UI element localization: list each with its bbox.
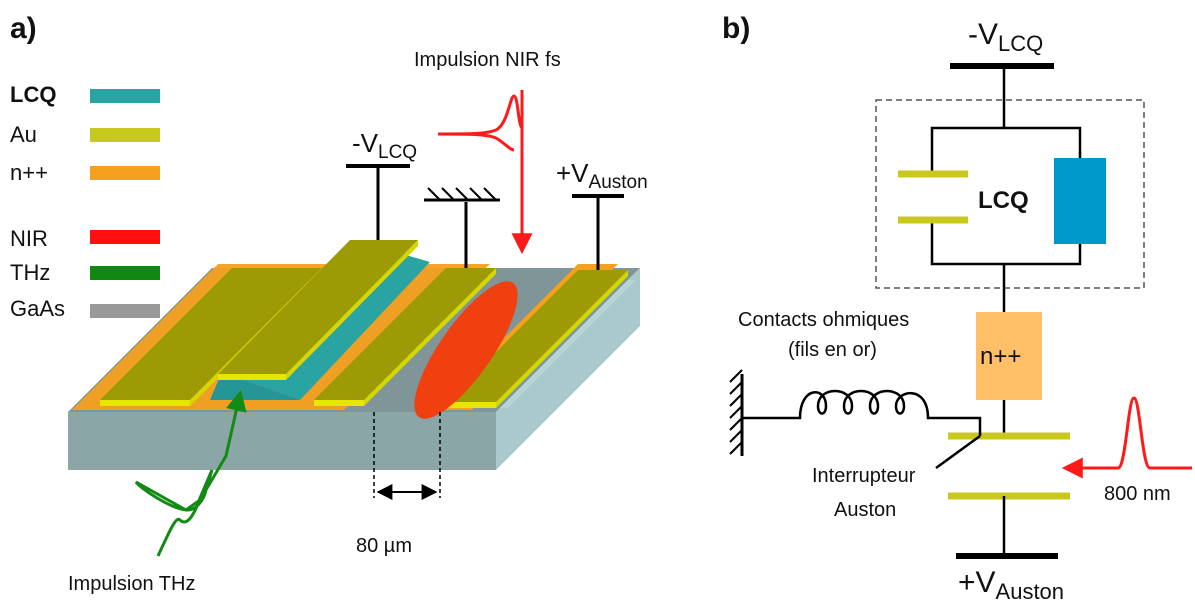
nir-spot: [414, 281, 518, 419]
gap-label: 80 µm: [356, 535, 412, 557]
au-strip-2: [314, 268, 496, 406]
nir-pulse-return: [437, 132, 515, 152]
laser-pulse-waveform: [1061, 396, 1192, 479]
lcq-equivalent-box: [875, 99, 1145, 289]
legend-swatch-au: [90, 128, 160, 142]
legend-label-thz: THz: [10, 260, 50, 285]
legend-swatch-thz: [90, 266, 160, 280]
legend-label-au: Au: [10, 122, 37, 147]
npp-label-b: n++: [980, 343, 1021, 370]
switch-label-1: Interrupteur: [812, 465, 916, 487]
npp-block: [976, 312, 1042, 400]
legend-label-npp: n++: [10, 160, 48, 185]
vlcq-terminal-a: -VLCQ: [346, 128, 417, 240]
lcq-label-b: LCQ: [978, 187, 1029, 214]
gap-dimension: 80 µm: [356, 412, 441, 557]
switch-label-2: Auston: [834, 499, 896, 521]
vlcq-label-a: -VLCQ: [352, 128, 417, 163]
legend-swatch-lcq: [90, 89, 160, 103]
wavelength-label: 800 nm: [1104, 483, 1171, 505]
legend-swatch-nir: [90, 230, 160, 244]
lcq-resistor: [1054, 158, 1106, 244]
panel-a: a) LCQ Au n++ NIR THz GaAs: [10, 12, 648, 595]
nir-pulse-waveform: [437, 94, 533, 255]
legend-swatch-gaas: [90, 304, 160, 318]
ground-hatch: [427, 187, 497, 201]
vauston-terminal-a: +VAuston: [556, 158, 648, 270]
legend: LCQ Au n++ NIR THz GaAs: [10, 82, 160, 321]
ohmic-label-1: Contacts ohmiques: [738, 309, 909, 331]
panel-b: b) -VLCQ LCQ n++ +VAuston Interrupteur A…: [722, 12, 1192, 604]
thz-pulse-waveform: [134, 389, 247, 557]
nir-pulse-label: Impulsion NIR fs: [414, 49, 561, 71]
legend-label-nir: NIR: [10, 226, 48, 251]
panel-a-label: a): [10, 12, 37, 45]
legend-label-lcq: LCQ: [10, 82, 56, 107]
vauston-label-a: +VAuston: [556, 158, 648, 193]
substrate-top-light: [500, 280, 636, 408]
au-strip-3: [446, 270, 628, 408]
ground-b: [729, 369, 744, 456]
panel-b-label: b): [722, 12, 750, 45]
legend-label-gaas: GaAs: [10, 296, 65, 321]
vauston-label-b: +VAuston: [958, 566, 1064, 604]
inductor-coil: [742, 389, 982, 436]
vlcq-label-b: -VLCQ: [968, 18, 1043, 56]
ground-terminal-a: [424, 187, 500, 268]
au-on-lcq: [218, 240, 418, 374]
ohmic-label-2: (fils en or): [788, 339, 877, 361]
thz-pulse-label: Impulsion THz: [68, 573, 195, 595]
substrate-front-face: [68, 412, 496, 470]
substrate-side-face: [496, 268, 640, 470]
switch-blade: [935, 434, 981, 470]
legend-swatch-npp: [90, 166, 160, 180]
